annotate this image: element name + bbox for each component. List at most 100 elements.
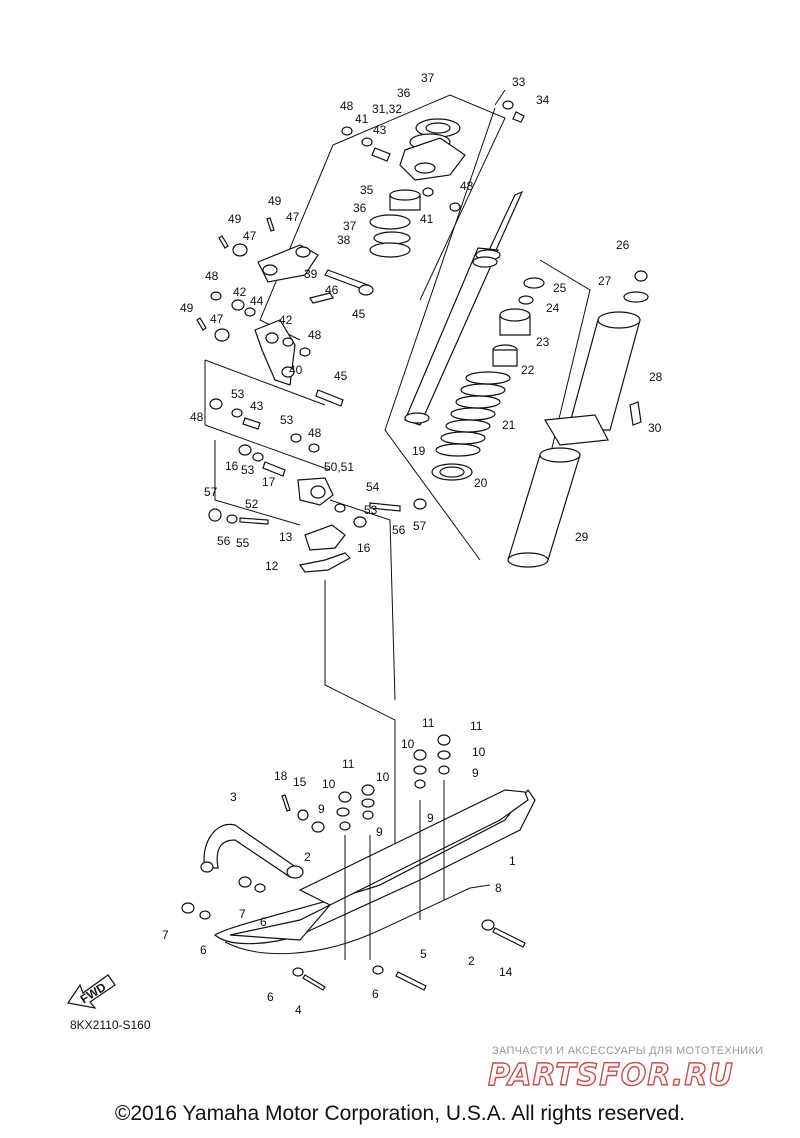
callout-9: 9: [472, 766, 479, 780]
callout-35: 35: [360, 183, 374, 197]
callout-53: 53: [241, 463, 255, 477]
callout-13: 13: [279, 530, 293, 544]
callout-10: 10: [401, 737, 415, 751]
callout-23: 23: [536, 335, 550, 349]
callout-40: 40: [289, 363, 303, 377]
copyright-notice: ©2016 Yamaha Motor Corporation, U.S.A. A…: [114, 1102, 686, 1125]
callout-7: 7: [162, 928, 169, 942]
callout-18: 18: [274, 769, 288, 783]
callout-12: 12: [265, 559, 279, 573]
ski-group: [181, 734, 536, 991]
callout-7: 7: [239, 907, 246, 921]
callout-44: 44: [250, 294, 264, 308]
callout-48: 48: [308, 328, 322, 342]
callout-1: 1: [509, 854, 516, 868]
callout-43: 43: [373, 123, 387, 137]
callout-36: 36: [353, 201, 367, 215]
callout-10: 10: [472, 745, 486, 759]
callout-6: 6: [260, 915, 267, 929]
callout-29: 29: [575, 530, 589, 544]
callout-41: 41: [355, 112, 369, 126]
callout-2: 2: [468, 954, 475, 968]
callout-38: 38: [337, 233, 351, 247]
callout-10: 10: [322, 777, 336, 791]
callout-24: 24: [546, 301, 560, 315]
watermark-tagline: ЗАПЧАСТИ И АКСЕССУАРЫ ДЛЯ МОТОТЕХНИКИ: [492, 1045, 764, 1057]
callout-52: 52: [245, 497, 259, 511]
callout-22: 22: [521, 363, 535, 377]
watermark-logo: PARTSFOR.RU: [487, 1057, 734, 1093]
callout-8: 8: [495, 881, 502, 895]
callout-47: 47: [210, 312, 224, 326]
callout-47: 47: [286, 210, 300, 224]
callout-16: 16: [357, 541, 371, 555]
callout-9: 9: [427, 811, 434, 825]
callout-46: 46: [325, 283, 339, 297]
callout-48: 48: [460, 179, 474, 193]
callout-53: 53: [231, 387, 245, 401]
callout-20: 20: [474, 476, 488, 490]
callout-27: 27: [598, 274, 612, 288]
callout-56: 56: [217, 534, 231, 548]
link-arm-group: [196, 217, 427, 850]
callout-9: 9: [376, 825, 383, 839]
callout-33: 33: [512, 75, 526, 89]
shock-absorber-group: [384, 107, 649, 568]
callout-16: 16: [225, 459, 239, 473]
callout-11: 11: [470, 719, 483, 733]
callout-2: 2: [304, 850, 311, 864]
diagram-code: 8KX2110-S160: [70, 1018, 151, 1032]
callout-4: 4: [295, 1003, 302, 1017]
coil-spring: [435, 371, 511, 457]
upper-bracket-group: [259, 89, 525, 341]
callout-49: 49: [228, 212, 242, 226]
callout-11: 11: [342, 757, 355, 771]
callout-45: 45: [334, 369, 348, 383]
callout-15: 15: [293, 775, 307, 789]
callout-39: 39: [304, 267, 318, 281]
callout-49: 49: [180, 301, 194, 315]
callout-10: 10: [376, 770, 390, 784]
callout-45: 45: [352, 307, 366, 321]
callout-47: 47: [243, 229, 257, 243]
callout-30: 30: [648, 421, 662, 435]
callout-28: 28: [649, 370, 663, 384]
callout-53: 53: [280, 413, 294, 427]
callout-57: 57: [413, 519, 427, 533]
callout-25: 25: [553, 281, 567, 295]
callout-42: 42: [233, 285, 247, 299]
callout-34: 34: [536, 93, 550, 107]
callout-48: 48: [308, 426, 322, 440]
callout-42: 42: [279, 313, 293, 327]
callout-48: 48: [340, 99, 354, 113]
callout-14: 14: [499, 965, 513, 979]
callout-49: 49: [268, 194, 282, 208]
callout-11: 11: [422, 716, 435, 730]
callout-21: 21: [502, 418, 516, 432]
callout-31-32: 31,32: [372, 102, 402, 116]
callout-9: 9: [318, 802, 325, 816]
callout-6: 6: [267, 990, 274, 1004]
callout-55: 55: [236, 536, 250, 550]
callout-5: 5: [420, 947, 427, 961]
callout-54: 54: [366, 480, 380, 494]
callout-6: 6: [372, 987, 379, 1001]
callout-3: 3: [230, 790, 237, 804]
callout-19: 19: [412, 444, 426, 458]
callout-43: 43: [250, 399, 264, 413]
callout-48: 48: [205, 269, 219, 283]
callout-36: 36: [397, 86, 411, 100]
callout-6: 6: [200, 943, 207, 957]
callout-48: 48: [190, 410, 204, 424]
callout-17: 17: [262, 475, 276, 489]
callout-53: 53: [364, 503, 378, 517]
callout-37: 37: [343, 219, 357, 233]
callout-labels: 37 36 31,32 33 34 48 41 43 48 35 36 41 3…: [162, 71, 663, 1017]
callout-50-51: 50,51: [324, 460, 354, 474]
callout-37: 37: [421, 71, 435, 85]
fwd-arrow-icon: FWD: [66, 974, 116, 1009]
callout-56: 56: [392, 523, 406, 537]
callout-26: 26: [616, 238, 630, 252]
callout-57: 57: [204, 485, 218, 499]
